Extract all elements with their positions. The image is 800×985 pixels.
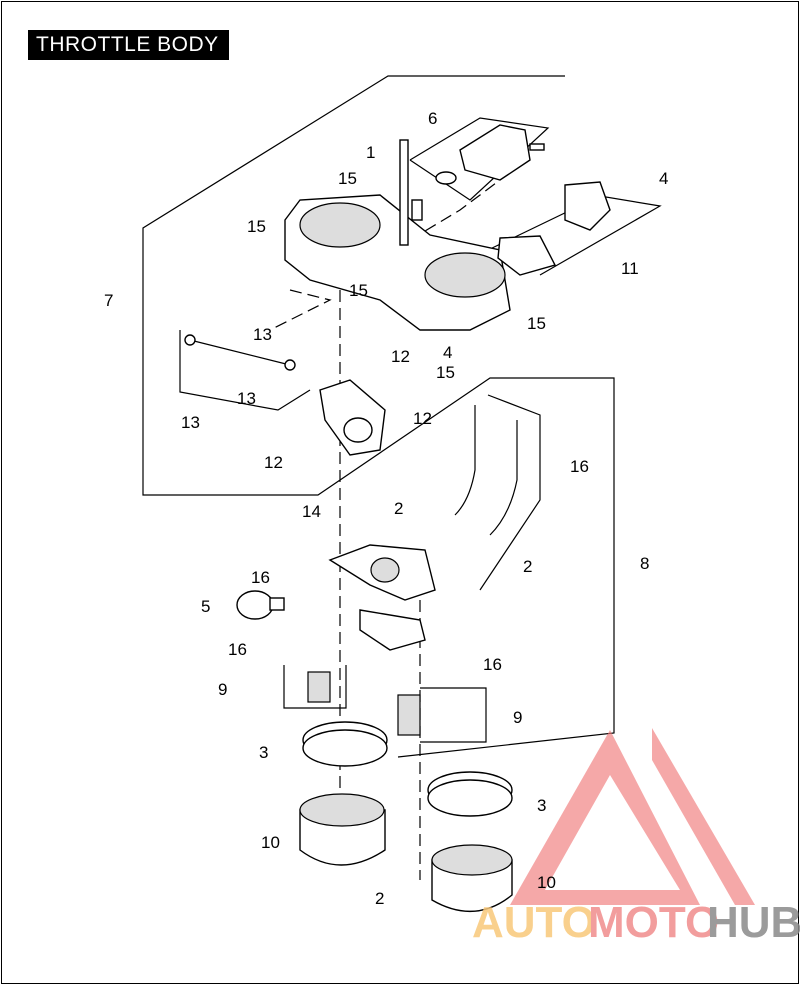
callout-15: 15 (436, 363, 455, 382)
linkage-rod (184, 334, 296, 371)
callout-9: 9 (218, 680, 227, 699)
callout-16: 16 (251, 568, 270, 587)
callout-13: 13 (237, 389, 256, 408)
callout-10: 10 (537, 873, 556, 892)
automotohub-watermark: AUTO MOTO HUB (472, 728, 800, 947)
callout-4: 4 (659, 169, 668, 188)
callout-16: 16 (228, 640, 247, 659)
bracket-16 (479, 394, 541, 591)
bracket-9 (283, 665, 347, 709)
pressure-regulator (236, 590, 285, 620)
watermark-moto: MOTO (588, 898, 719, 947)
callout-16: 16 (483, 655, 502, 674)
callout-3: 3 (259, 743, 268, 762)
watermark-hub: HUB (707, 898, 800, 947)
assembly-line (409, 179, 501, 241)
callout-13: 13 (181, 413, 200, 432)
callout-labels: 1 6 4 15 15 11 7 15 15 13 12 4 15 13 13 … (104, 109, 668, 908)
fuel-supply-tubes (454, 405, 518, 536)
callout-1: 1 (366, 143, 375, 162)
diagram-title: THROTTLE BODY (28, 30, 229, 60)
callout-6: 6 (428, 109, 437, 128)
callout-13: 13 (253, 325, 272, 344)
callout-5: 5 (201, 597, 210, 616)
assembly-line (269, 289, 332, 331)
callout-9: 9 (513, 708, 522, 727)
intake-flanges (299, 793, 513, 912)
fuel-rail (328, 544, 436, 651)
callout-15: 15 (349, 281, 368, 300)
bracket-9b (420, 687, 487, 743)
callout-2: 2 (523, 557, 532, 576)
callout-16: 16 (570, 457, 589, 476)
callout-12: 12 (413, 409, 432, 428)
fuel-injectors (307, 671, 421, 736)
hose-clamps (302, 721, 513, 817)
callout-3: 3 (537, 796, 546, 815)
callout-15: 15 (338, 169, 357, 188)
bracket-11 (487, 195, 662, 276)
callout-8: 8 (640, 554, 649, 573)
callout-15: 15 (527, 314, 546, 333)
idle-air-control (435, 124, 545, 185)
bracket-13 (179, 330, 311, 411)
bracket-7 (142, 75, 615, 758)
callout-7: 7 (104, 291, 113, 310)
tps-sensor (497, 181, 611, 276)
watermark-auto: AUTO (472, 898, 596, 947)
callout-14: 14 (302, 502, 321, 521)
callout-4: 4 (443, 343, 452, 362)
callout-15: 15 (247, 217, 266, 236)
callout-12: 12 (391, 347, 410, 366)
callout-2: 2 (375, 889, 384, 908)
throttle-body (284, 139, 511, 331)
callout-12: 12 (264, 453, 283, 472)
bracket-6 (409, 117, 550, 201)
callout-2: 2 (394, 499, 403, 518)
cable-bracket (319, 379, 386, 456)
callout-11: 11 (621, 259, 639, 278)
callout-10: 10 (261, 833, 280, 852)
